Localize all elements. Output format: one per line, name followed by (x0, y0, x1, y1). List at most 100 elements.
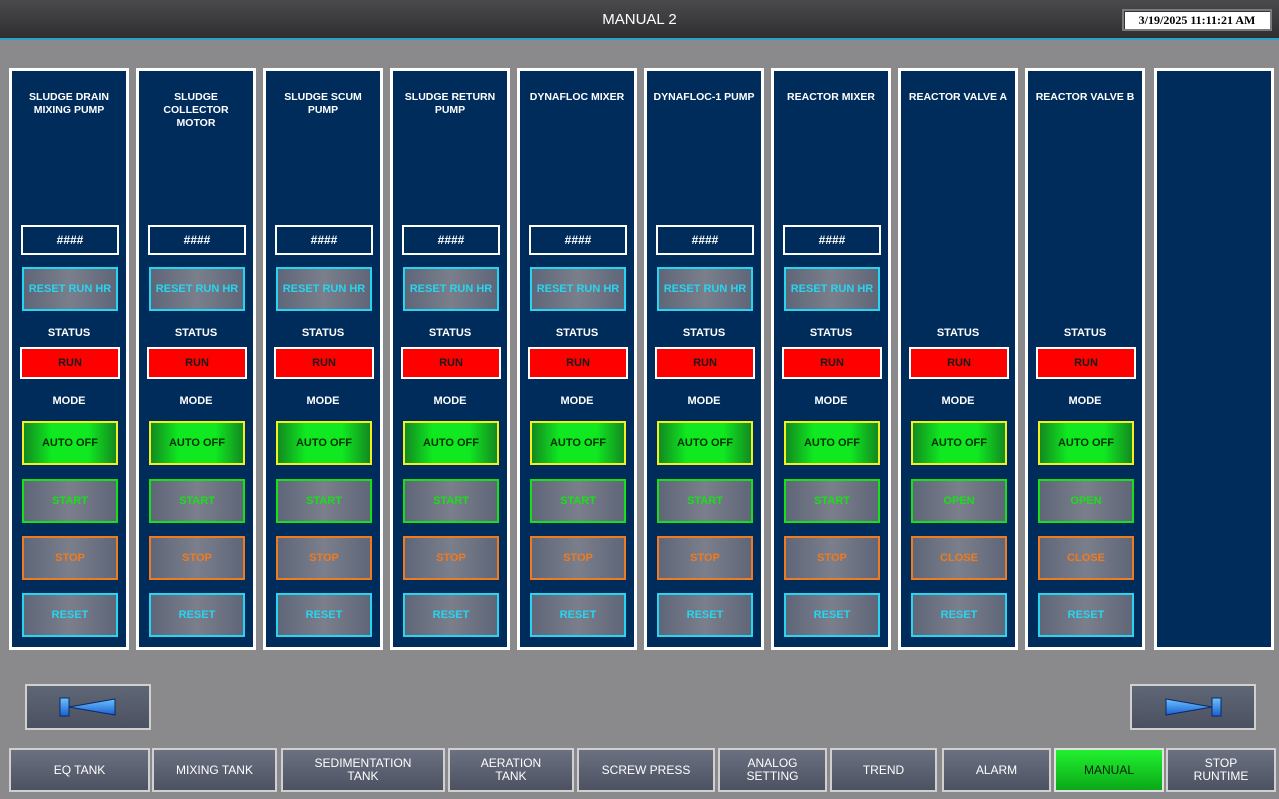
status-label: STATUS (936, 327, 980, 339)
next-page-button[interactable] (1130, 684, 1256, 730)
status-label: STATUS (174, 327, 218, 339)
mode-label: MODE (179, 395, 213, 407)
mode-label: MODE (1068, 395, 1102, 407)
reset-run-hr-button[interactable]: RESET RUN HR (530, 267, 626, 311)
auto-mode-button[interactable]: AUTO OFF (530, 421, 626, 465)
reset-button[interactable]: RESET (403, 593, 499, 637)
device-name: REACTOR MIXER (787, 91, 875, 103)
status-indicator: RUN (528, 347, 628, 379)
start-button[interactable]: START (530, 479, 626, 523)
reset-run-hr-button[interactable]: RESET RUN HR (403, 267, 499, 311)
status-label: STATUS (809, 327, 853, 339)
start-button[interactable]: START (276, 479, 372, 523)
nav-tab[interactable]: MANUAL (1054, 748, 1164, 792)
auto-mode-button[interactable]: AUTO OFF (403, 421, 499, 465)
nav-tab[interactable]: ANALOG SETTING (718, 748, 827, 792)
stop-button[interactable]: CLOSE (911, 536, 1007, 580)
status-indicator: RUN (909, 347, 1009, 379)
device-name: SLUDGE DRAIN MIXING PUMP (29, 91, 109, 116)
arrow-right-icon (1165, 697, 1222, 717)
device-name: SLUDGE COLLECTOR MOTOR (163, 91, 229, 129)
auto-mode-button[interactable]: AUTO OFF (22, 421, 118, 465)
reset-run-hr-button[interactable]: RESET RUN HR (149, 267, 245, 311)
auto-mode-button[interactable]: AUTO OFF (784, 421, 880, 465)
reset-button[interactable]: RESET (530, 593, 626, 637)
mode-label: MODE (306, 395, 340, 407)
start-button[interactable]: OPEN (1038, 479, 1134, 523)
stop-button[interactable]: STOP (149, 536, 245, 580)
reset-button[interactable]: RESET (22, 593, 118, 637)
device-name: DYNAFLOC MIXER (529, 91, 625, 103)
reset-button[interactable]: RESET (657, 593, 753, 637)
device-panel: SLUDGE DRAIN MIXING PUMP #### RESET RUN HR… (9, 68, 129, 650)
run-hours-display: #### (21, 225, 119, 255)
reset-run-hr-button[interactable]: RESET RUN HR (22, 267, 118, 311)
nav-tab[interactable]: AERATION TANK (448, 748, 574, 792)
status-indicator: RUN (1036, 347, 1136, 379)
start-button[interactable]: START (657, 479, 753, 523)
nav-tab[interactable]: TREND (830, 748, 937, 792)
arrow-left-icon (59, 697, 116, 717)
stop-button[interactable]: STOP (276, 536, 372, 580)
run-hours-display: #### (402, 225, 500, 255)
mode-label: MODE (52, 395, 86, 407)
datetime-display: 3/19/2025 11:11:21 AM (1122, 9, 1272, 31)
status-label: STATUS (301, 327, 345, 339)
nav-tab[interactable]: STOP RUNTIME (1166, 748, 1276, 792)
stop-button[interactable]: STOP (784, 536, 880, 580)
mode-label: MODE (814, 395, 848, 407)
device-panel: SLUDGE COLLECTOR MOTOR #### RESET RUN HR ST… (136, 68, 256, 650)
device-panel (1154, 68, 1274, 650)
start-button[interactable]: START (22, 479, 118, 523)
run-hours-display: #### (783, 225, 881, 255)
status-indicator: RUN (655, 347, 755, 379)
reset-run-hr-button[interactable]: RESET RUN HR (784, 267, 880, 311)
auto-mode-button[interactable]: AUTO OFF (149, 421, 245, 465)
nav-tab[interactable]: SCREW PRESS (577, 748, 715, 792)
stop-button[interactable]: STOP (22, 536, 118, 580)
mode-label: MODE (687, 395, 721, 407)
stop-button[interactable]: CLOSE (1038, 536, 1134, 580)
run-hours-display: #### (275, 225, 373, 255)
reset-button[interactable]: RESET (1038, 593, 1134, 637)
device-name: REACTOR VALVE B (1035, 91, 1135, 103)
reset-button[interactable]: RESET (784, 593, 880, 637)
stop-button[interactable]: STOP (530, 536, 626, 580)
auto-mode-button[interactable]: AUTO OFF (911, 421, 1007, 465)
reset-run-hr-button[interactable]: RESET RUN HR (657, 267, 753, 311)
mode-label: MODE (433, 395, 467, 407)
nav-tab[interactable]: MIXING TANK (152, 748, 277, 792)
nav-tab[interactable]: ALARM (942, 748, 1051, 792)
run-hours-display: #### (656, 225, 754, 255)
nav-tab[interactable]: SEDIMENTATION TANK (281, 748, 445, 792)
reset-button[interactable]: RESET (276, 593, 372, 637)
start-button[interactable]: START (403, 479, 499, 523)
reset-button[interactable]: RESET (911, 593, 1007, 637)
start-button[interactable]: OPEN (911, 479, 1007, 523)
start-button[interactable]: START (784, 479, 880, 523)
run-hours-display: #### (148, 225, 246, 255)
prev-page-button[interactable] (25, 684, 151, 730)
auto-mode-button[interactable]: AUTO OFF (276, 421, 372, 465)
status-label: STATUS (428, 327, 472, 339)
reset-run-hr-button[interactable]: RESET RUN HR (276, 267, 372, 311)
stop-button[interactable]: STOP (403, 536, 499, 580)
auto-mode-button[interactable]: AUTO OFF (657, 421, 753, 465)
status-indicator: RUN (274, 347, 374, 379)
status-indicator: RUN (147, 347, 247, 379)
stop-button[interactable]: STOP (657, 536, 753, 580)
status-indicator: RUN (20, 347, 120, 379)
start-button[interactable]: START (149, 479, 245, 523)
run-hours-display: #### (529, 225, 627, 255)
status-label: STATUS (555, 327, 599, 339)
reset-button[interactable]: RESET (149, 593, 245, 637)
mode-label: MODE (941, 395, 975, 407)
nav-tab[interactable]: EQ TANK (9, 748, 150, 792)
auto-mode-button[interactable]: AUTO OFF (1038, 421, 1134, 465)
status-indicator: RUN (401, 347, 501, 379)
